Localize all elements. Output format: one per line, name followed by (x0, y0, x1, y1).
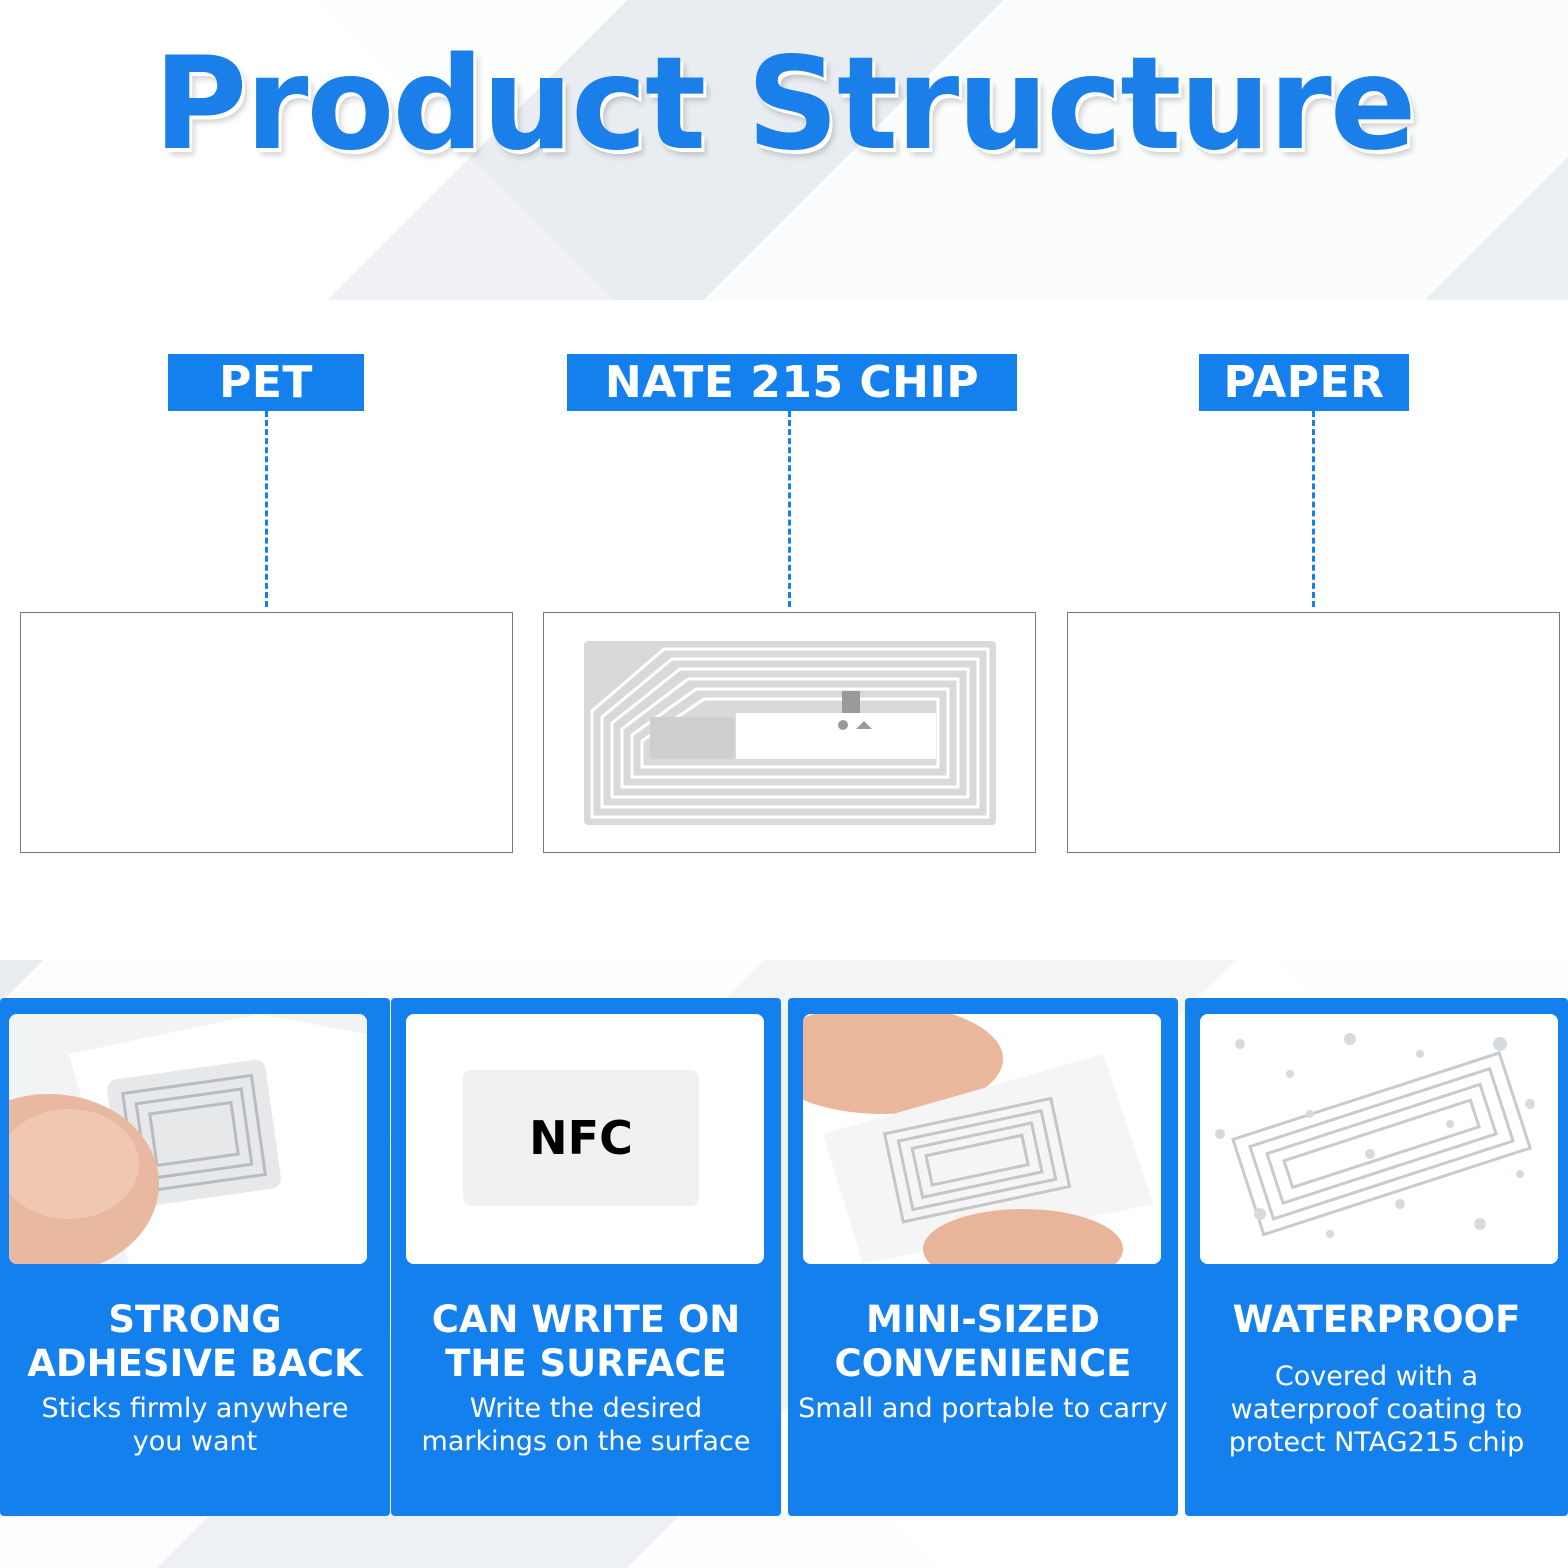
feature-title-line: ADHESIVE BACK (27, 1342, 363, 1385)
feature-title-line: STRONG (108, 1298, 282, 1341)
feature-description: Small and portable to carry (788, 1392, 1178, 1425)
feature-desc-line: Sticks firmly anywhere (41, 1393, 349, 1424)
feature-title: STRONG ADHESIVE BACK (0, 1298, 390, 1386)
feature-title-line: WATERPROOF (1232, 1298, 1521, 1341)
sticker-peel-image (9, 1014, 367, 1264)
feature-title: MINI-SIZED CONVENIENCE (788, 1298, 1178, 1386)
feature-desc-line: you want (132, 1426, 258, 1457)
pet-layer (20, 612, 513, 853)
feature-title-line: THE SURFACE (445, 1342, 727, 1385)
feature-title: CAN WRITE ON THE SURFACE (391, 1298, 781, 1386)
adhesive-photo (9, 1014, 367, 1264)
leader-line-pet (265, 411, 268, 607)
antenna-illustration (584, 641, 996, 825)
leader-line-chip (788, 411, 791, 607)
feature-desc-line: Write the desired (469, 1393, 703, 1424)
leader-line-paper (1312, 411, 1315, 607)
feature-title: WATERPROOF (1185, 1298, 1568, 1342)
page-title: Product Structure (153, 30, 1417, 179)
feature-desc-line: Covered with a (1274, 1361, 1479, 1392)
mini-photo (803, 1014, 1161, 1264)
layer-label-paper: PAPER (1199, 354, 1409, 411)
feature-desc-line: protect NTAG215 chip (1228, 1427, 1525, 1458)
feature-title-line: CONVENIENCE (834, 1342, 1132, 1385)
wet-tag-image (1200, 1014, 1558, 1264)
nfc-card: NFC (463, 1070, 699, 1206)
fingers-holding-tag-image (803, 1014, 1161, 1264)
writable-photo: NFC (406, 1014, 764, 1264)
feature-title-line: CAN WRITE ON (431, 1298, 741, 1341)
feature-desc-line: waterproof coating to (1230, 1394, 1523, 1425)
feature-desc-line: Small and portable to carry (798, 1393, 1168, 1424)
feature-desc-line: markings on the surface (421, 1426, 751, 1457)
feature-description: Write the desired markings on the surfac… (391, 1392, 781, 1458)
feature-description: Sticks firmly anywhere you want (0, 1392, 390, 1458)
feature-title-line: MINI-SIZED (866, 1298, 1100, 1341)
feature-panel-writable: NFC CAN WRITE ON THE SURFACE Write the d… (391, 998, 781, 1516)
feature-description: Covered with a waterproof coating to pro… (1185, 1360, 1568, 1459)
paper-layer (1067, 612, 1560, 853)
layer-label-pet: PET (168, 354, 364, 411)
feature-panel-adhesive: STRONG ADHESIVE BACK Sticks firmly anywh… (0, 998, 390, 1516)
chip-layer (543, 612, 1036, 853)
waterproof-photo (1200, 1014, 1558, 1264)
feature-panel-waterproof: WATERPROOF Covered with a waterproof coa… (1185, 998, 1568, 1516)
feature-panel-mini: MINI-SIZED CONVENIENCE Small and portabl… (788, 998, 1178, 1516)
layer-label-chip: NATE 215 CHIP (567, 354, 1017, 411)
